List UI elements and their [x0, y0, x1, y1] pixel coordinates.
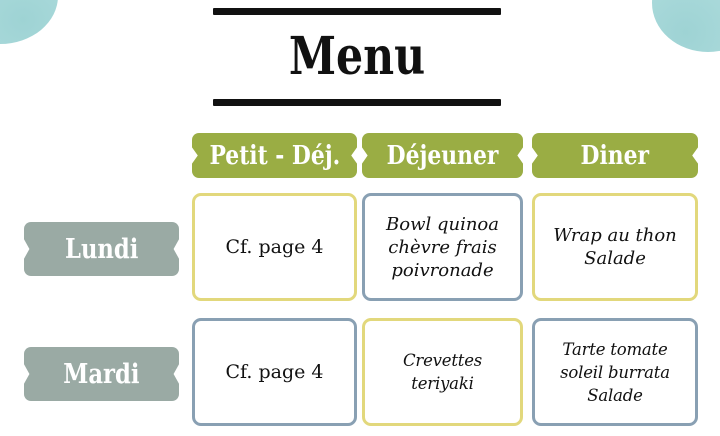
menu-cell-text: Cf. page 4: [225, 235, 324, 258]
menu-cell-text: Cf. page 4: [225, 360, 324, 383]
day-header-mardi[interactable]: Mardi: [24, 347, 179, 401]
column-header-diner[interactable]: Diner: [532, 133, 698, 178]
menu-cell-text: Tarte tomate soleil burrata Salade: [560, 339, 670, 405]
column-header-label: Petit - Déj.: [209, 140, 340, 171]
menu-cell-text: Bowl quinoa chèvre frais poivronade: [386, 213, 499, 281]
column-header-label: Déjeuner: [386, 140, 499, 171]
menu-cell[interactable]: Cf. page 4: [192, 193, 357, 301]
title-rule-top: [213, 8, 501, 15]
day-header-label: Mardi: [63, 358, 140, 390]
teal-corner-blob-left-icon: [0, 0, 58, 44]
page-title-block: Menu: [213, 8, 501, 106]
column-header-dejeuner[interactable]: Déjeuner: [362, 133, 523, 178]
teal-corner-blob-right-icon: [652, 0, 720, 52]
column-header-label: Diner: [580, 140, 650, 171]
menu-cell-text: Wrap au thon Salade: [553, 225, 677, 269]
menu-cell[interactable]: Tarte tomate soleil burrata Salade: [532, 318, 698, 426]
menu-cell-text: Crevettes teriyaki: [402, 351, 483, 393]
title-rule-bottom: [213, 99, 501, 106]
menu-cell[interactable]: Bowl quinoa chèvre frais poivronade: [362, 193, 523, 301]
menu-cell[interactable]: Cf. page 4: [192, 318, 357, 426]
menu-cell[interactable]: Crevettes teriyaki: [362, 318, 523, 426]
day-header-lundi[interactable]: Lundi: [24, 222, 179, 276]
column-header-petit-dej[interactable]: Petit - Déj.: [192, 133, 357, 178]
page-title: Menu: [288, 26, 426, 87]
menu-cell[interactable]: Wrap au thon Salade: [532, 193, 698, 301]
day-header-label: Lundi: [64, 233, 139, 265]
